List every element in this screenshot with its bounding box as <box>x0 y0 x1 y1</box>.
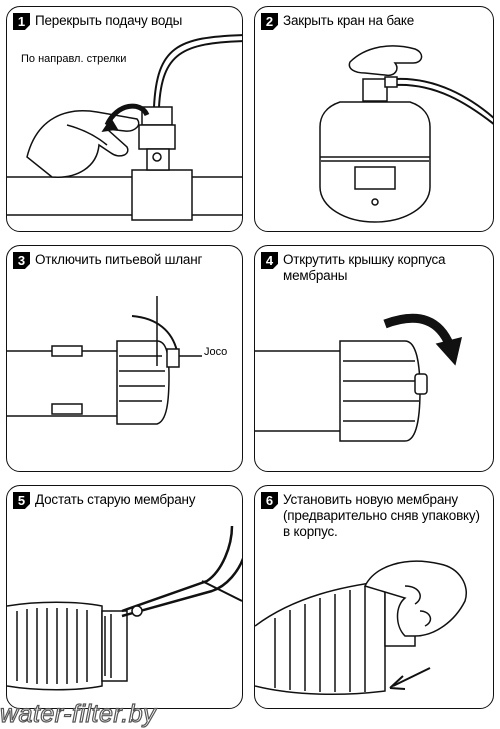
step-title: Перекрыть подачу воды <box>35 13 182 29</box>
step-1-header: 1 Перекрыть подачу воды <box>13 13 182 30</box>
step-5-panel: 5 Достать старую мембрану <box>6 485 243 709</box>
step-title: Отключить питьевой шланг <box>35 252 202 268</box>
step-title: Закрыть кран на баке <box>283 13 414 29</box>
step-3-header: 3 Отключить питьевой шланг <box>13 252 202 269</box>
step-6-header: 6 Установить новую мембрану (предварител… <box>261 492 480 540</box>
step-title: Достать старую мембрану <box>35 492 195 508</box>
step-3-panel: 3 Отключить питьевой шланг Joco <box>6 245 243 472</box>
step-2-panel: 2 Закрыть кран на баке <box>254 6 494 232</box>
fitting-label: Joco <box>204 346 227 358</box>
step-number: 6 <box>261 492 278 509</box>
step-6-panel: 6 Установить новую мембрану (предварител… <box>254 485 494 709</box>
shutoff-valve-illustration <box>7 7 243 232</box>
remove-membrane-illustration <box>7 486 243 709</box>
step-number: 3 <box>13 252 30 269</box>
step-title: Открутить крышку корпуса мембраны <box>283 252 445 284</box>
step-2-header: 2 Закрыть кран на баке <box>261 13 414 30</box>
step-4-panel: 4 Открутить крышку корпуса мембраны <box>254 245 494 472</box>
disconnect-hose-illustration <box>7 246 243 472</box>
step-4-header: 4 Открутить крышку корпуса мембраны <box>261 252 445 284</box>
step-number: 5 <box>13 492 30 509</box>
step-1-panel: 1 Перекрыть подачу воды По направл. стре… <box>6 6 243 232</box>
step-number: 1 <box>13 13 30 30</box>
step-5-header: 5 Достать старую мембрану <box>13 492 195 509</box>
tank-valve-illustration <box>255 7 494 232</box>
step-title: Установить новую мембрану (предварительн… <box>283 492 480 540</box>
step-number: 2 <box>261 13 278 30</box>
step-number: 4 <box>261 252 278 269</box>
arrow-direction-note: По направл. стрелки <box>21 53 126 65</box>
